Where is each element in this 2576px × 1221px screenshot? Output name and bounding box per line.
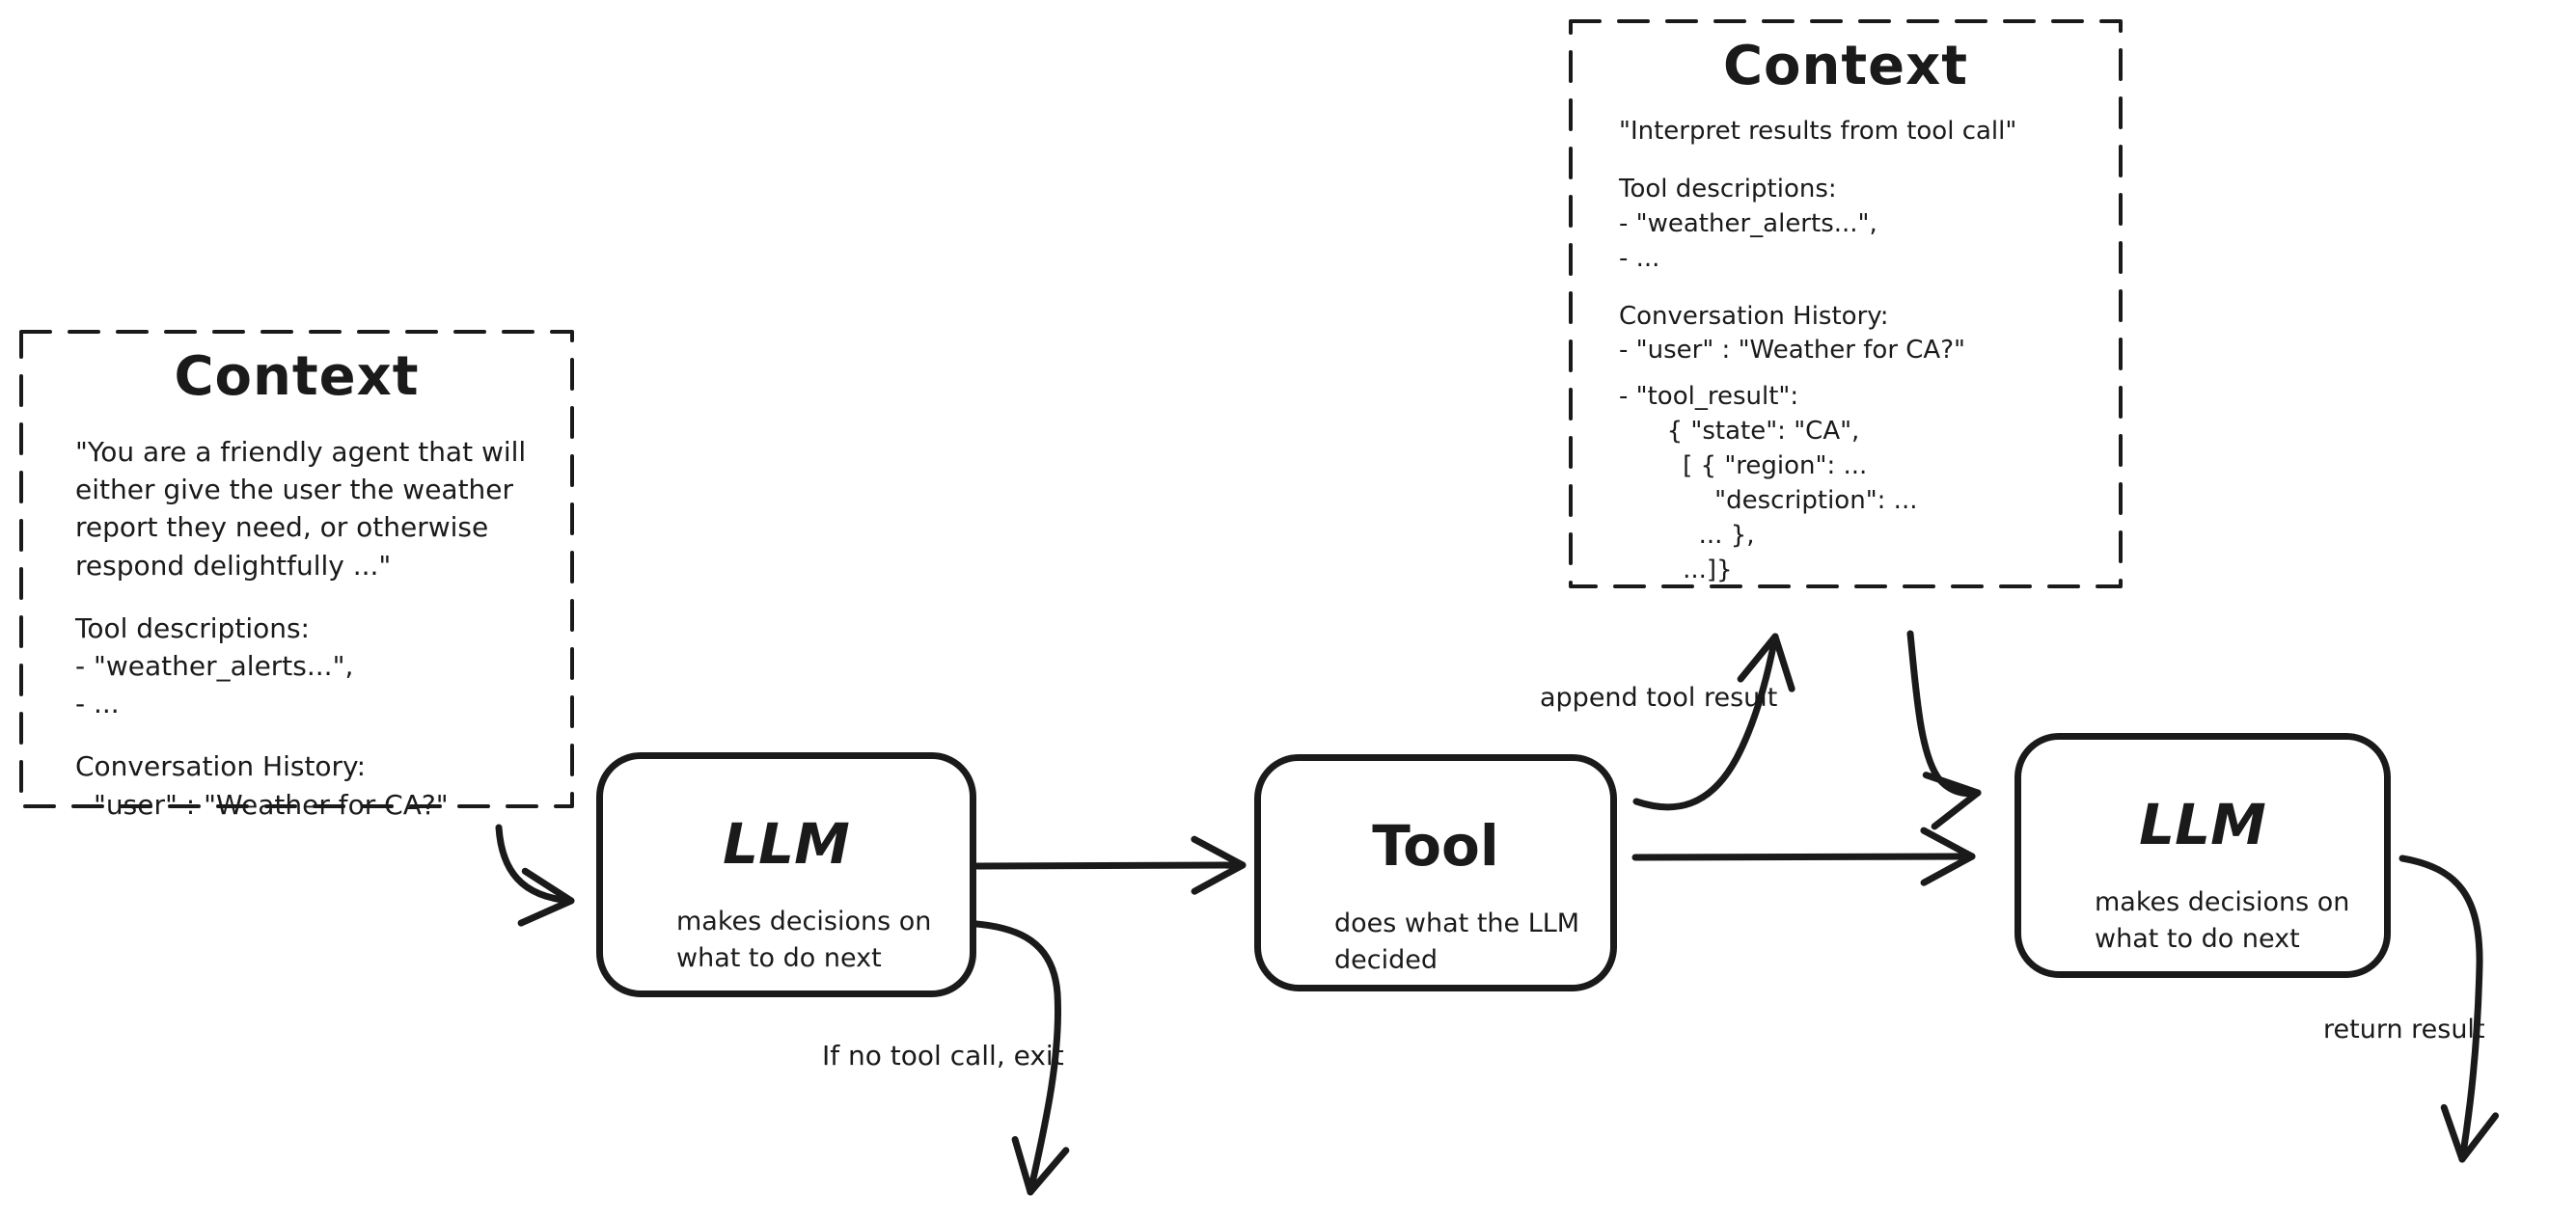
conversation-item-tool-result: - "tool_result": { "state": "CA", [ { "r… [1619, 382, 1918, 584]
tool-description-item: - "weather_alerts...", [1619, 208, 1877, 238]
node-llm-2-title: LLM [2139, 792, 2266, 857]
context-box-left-title: Context [174, 345, 420, 408]
edge-llm2-return-result [2398, 855, 2500, 1163]
system-prompt-text: "Interpret results from tool call" [1619, 117, 2017, 146]
context-box-right-title: Context [1722, 35, 1969, 97]
tool-descriptions-heading: Tool descriptions: [75, 611, 310, 644]
system-prompt-text: "You are a friendly agent that will eith… [75, 436, 527, 582]
node-tool-subtitle: does what the LLM decided [1334, 909, 1580, 975]
edge-llm1-to-tool [973, 835, 1247, 895]
tool-description-item: - ... [1619, 243, 1660, 273]
conversation-item: - "user" : "Weather for CA?" [1619, 336, 1965, 366]
node-llm-1-subtitle: makes decisions on what to do next [676, 907, 932, 973]
conversation-history-heading: Conversation History: [1619, 301, 1889, 331]
conversation-history-heading: Conversation History: [75, 750, 367, 783]
tool-description-item: - ... [75, 688, 120, 720]
node-llm-2-subtitle: makes decisions on what to do next [2095, 887, 2350, 954]
tool-descriptions-heading: Tool descriptions: [1619, 174, 1837, 204]
context-box-right: Context "Interpret results from tool cal… [1571, 21, 2121, 586]
context-box-left: Context "You are a friendly agent that w… [21, 332, 572, 821]
node-llm-1-title: LLM [723, 811, 850, 877]
tool-description-item: - "weather_alerts...", [75, 649, 354, 682]
edge-label-append-tool-result: append tool result [1540, 683, 1778, 713]
edge-tool-to-context2-append-result [1632, 633, 1795, 811]
edge-label-if-no-tool-call-exit: If no tool call, exit [822, 1040, 1064, 1072]
edge-tool-to-llm2 [1631, 827, 1976, 886]
node-llm-2: LLM makes decisions on what to do next [2014, 733, 2391, 978]
edge-context2-to-llm2 [1906, 630, 1982, 830]
conversation-item: - "user" : "Weather for CA?" [75, 788, 449, 821]
node-tool-title: Tool [1372, 813, 1499, 879]
edge-context1-to-llm1 [495, 824, 575, 927]
node-llm-1: LLM makes decisions on what to do next [596, 752, 976, 997]
edge-label-return-result: return result [2323, 1015, 2485, 1045]
node-tool: Tool does what the LLM decided [1254, 754, 1617, 991]
